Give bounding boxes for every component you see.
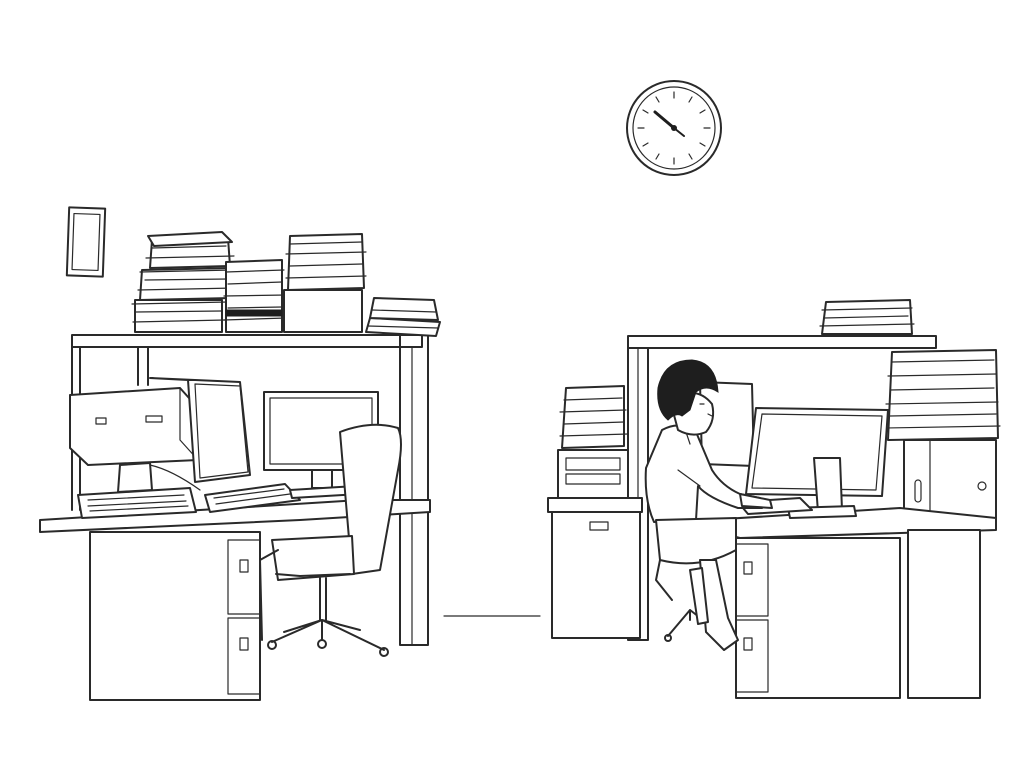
picture-frame-icon [65, 206, 107, 278]
crt-computer [69, 387, 201, 493]
right-cubicle [547, 299, 1001, 699]
left-cubicle [39, 231, 441, 701]
paper-stack [283, 233, 367, 333]
paper-stack [223, 259, 287, 333]
keyboard [77, 487, 197, 519]
monitor [149, 377, 251, 483]
paper-stack [131, 231, 236, 333]
paper-stack [365, 297, 441, 337]
file-box [903, 439, 997, 521]
paper-stack [885, 349, 1001, 441]
person-woman [644, 359, 773, 651]
clock-icon [626, 80, 722, 176]
paper-stack [819, 299, 915, 335]
office-chair [259, 423, 402, 657]
keyboard [204, 483, 301, 513]
file-cabinet [547, 449, 643, 639]
paper-stack [559, 385, 629, 449]
